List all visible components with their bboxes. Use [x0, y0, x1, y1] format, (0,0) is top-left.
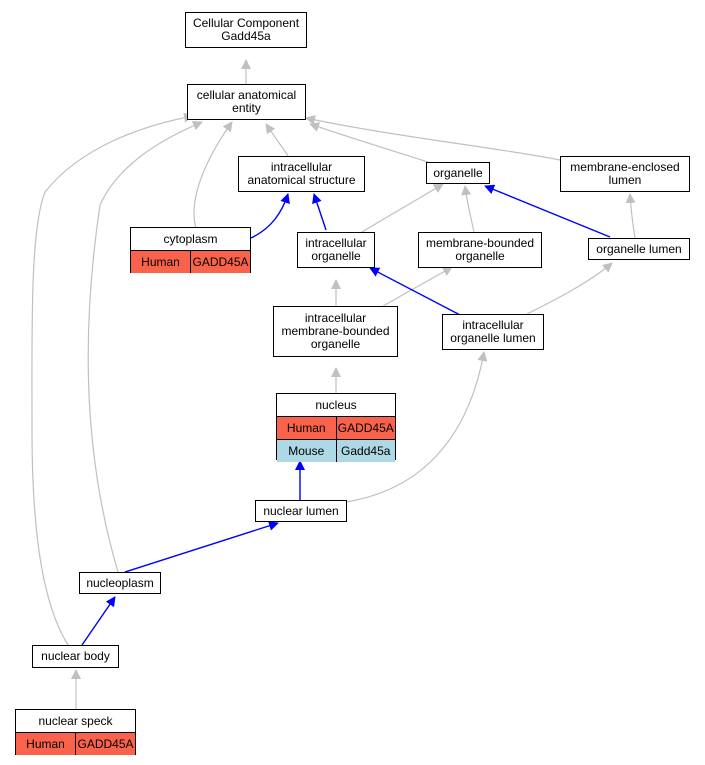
- edge-nuclear-lumen-to-iol: [345, 351, 488, 503]
- node-label: membrane-bounded: [281, 324, 390, 338]
- node-intracellular-anatomical-structure[interactable]: intracellular anatomical structure: [238, 156, 365, 192]
- species-cell: Human: [26, 737, 65, 751]
- node-label: Cellular Component: [192, 16, 300, 30]
- node-label: organelle: [310, 337, 361, 351]
- node-title: cytoplasm: [131, 228, 250, 251]
- node-organelle[interactable]: organelle: [426, 162, 490, 184]
- node-cellular-component[interactable]: Cellular Component Gadd45a: [185, 12, 307, 48]
- node-label: lumen: [608, 173, 642, 187]
- node-label: intracellular: [270, 160, 333, 174]
- species-cell: Human: [286, 421, 326, 435]
- species-cell: Mouse: [288, 444, 325, 458]
- species-cell: Human: [141, 255, 180, 269]
- edge-ol-to-mel: [625, 193, 636, 239]
- gene-cell: GADD45A: [335, 417, 396, 439]
- node-label: entity: [232, 101, 261, 115]
- node-label: organelle lumen: [450, 331, 536, 345]
- annotation-row-mouse: Mouse Gadd45a: [277, 439, 395, 462]
- node-nucleus[interactable]: nucleus Human GADD45A Mouse Gadd45a: [276, 393, 396, 462]
- node-label: membrane-enclosed: [570, 160, 680, 174]
- node-label: organelle: [433, 165, 483, 180]
- node-label: nuclear body: [41, 649, 110, 663]
- edge-nucleoplasm-to-cae: [87, 120, 203, 573]
- node-label: organelle lumen: [596, 241, 682, 256]
- annotation-row-human: Human GADD45A: [131, 251, 250, 273]
- edge-iol-to-ol: [526, 262, 613, 315]
- gene-cell: GADD45A: [75, 733, 135, 755]
- annotation-row-human: Human GADD45A: [16, 733, 135, 755]
- node-label: membrane-bounded: [425, 236, 535, 250]
- node-membrane-bounded-organelle[interactable]: membrane-bounded organelle: [418, 232, 542, 268]
- node-label: anatomical structure: [247, 173, 356, 187]
- node-nuclear-speck[interactable]: nuclear speck Human GADD45A: [15, 709, 136, 755]
- annotation-row-human: Human GADD45A: [277, 417, 395, 439]
- edge-cytoplasm-to-ias: [250, 193, 290, 239]
- node-label: intracellular: [462, 318, 524, 332]
- node-cellular-anatomical-entity[interactable]: cellular anatomical entity: [187, 84, 306, 120]
- node-label: cellular anatomical: [196, 88, 297, 102]
- node-title: nuclear speck: [16, 710, 135, 733]
- edge-mbo-to-organelle: [461, 185, 475, 233]
- node-label: intracellular: [304, 311, 367, 325]
- edge-io-to-organelle: [361, 183, 444, 233]
- gene-cell: GADD45A: [190, 251, 250, 273]
- edge-cytoplasm-to-cae: [193, 121, 233, 229]
- node-label: nucleoplasm: [86, 575, 154, 590]
- edge-organelle-to-cae: [309, 122, 429, 163]
- node-intracellular-membrane-bounded-organelle[interactable]: intracellular membrane-bounded organelle: [273, 306, 398, 357]
- node-cytoplasm[interactable]: cytoplasm Human GADD45A: [130, 227, 251, 273]
- node-label: organelle: [311, 249, 361, 263]
- edge-nuclear-body-to-cae: [31, 112, 194, 646]
- edge-iol-to-io: [369, 267, 463, 317]
- node-nucleoplasm[interactable]: nucleoplasm: [79, 572, 161, 594]
- gene-cell: Gadd45a: [335, 440, 396, 462]
- node-title: nucleus: [277, 394, 395, 417]
- edge-ias-to-cae: [265, 123, 289, 157]
- node-organelle-lumen[interactable]: organelle lumen: [588, 238, 690, 260]
- node-label: Gadd45a: [221, 29, 271, 43]
- node-nuclear-body[interactable]: nuclear body: [32, 645, 119, 668]
- node-label: intracellular: [305, 236, 367, 250]
- node-intracellular-organelle-lumen[interactable]: intracellular organelle lumen: [442, 314, 544, 350]
- edge-imbo-to-mbo: [379, 266, 453, 309]
- edge-nuclear-body-to-nucleoplasm: [81, 596, 116, 646]
- node-label: nuclear lumen: [263, 503, 339, 518]
- edge-nucleoplasm-to-nuclear-lumen: [124, 520, 279, 573]
- edge-ol-to-organelle: [484, 184, 611, 238]
- node-nuclear-lumen[interactable]: nuclear lumen: [255, 500, 347, 522]
- node-label: organelle: [455, 249, 505, 263]
- node-intracellular-organelle[interactable]: intracellular organelle: [297, 232, 375, 268]
- node-membrane-enclosed-lumen[interactable]: membrane-enclosed lumen: [560, 156, 690, 192]
- edge-io-to-ias: [312, 193, 327, 231]
- edge-mel-to-cae: [305, 114, 561, 161]
